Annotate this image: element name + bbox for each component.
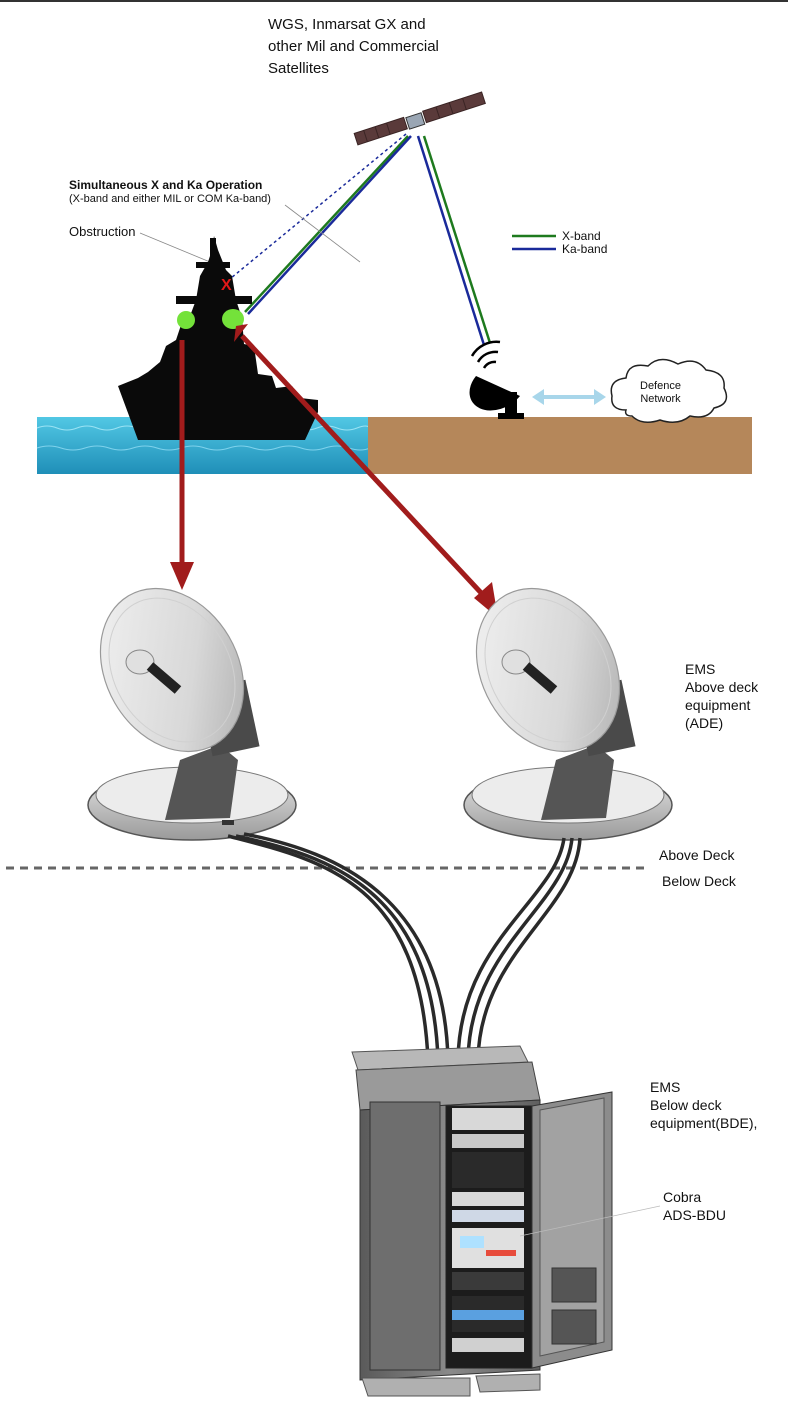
ems-bde-label: EMS Below deck equipment(BDE), (650, 1078, 757, 1132)
ems-bde-label-line: equipment(BDE), (650, 1115, 758, 1131)
ems-ade-label-line: EMS (685, 661, 716, 677)
defence-network-label-line: Defence (640, 380, 681, 392)
radome-ka-band-icon (222, 309, 244, 329)
defence-network-cloud-icon (610, 358, 728, 423)
cobra-label: Cobra ADS-BDU (663, 1188, 726, 1224)
arrow-to-ade-left (170, 340, 194, 590)
network-link-arrow (532, 389, 606, 405)
cobra-label-line: Cobra (663, 1189, 702, 1205)
band-legend (512, 234, 556, 251)
satellite-icon (353, 91, 486, 146)
legend-x-band-label: X-band (562, 229, 601, 243)
ems-ade-label-line: Above deck (685, 679, 759, 695)
simultaneous-subtitle: (X-band and either MIL or COM Ka-band) (69, 193, 271, 205)
satellites-label-line: WGS, Inmarsat GX and (268, 16, 426, 33)
below-deck-label: Below Deck (662, 873, 736, 889)
satellites-label-line: other Mil and Commercial (268, 38, 439, 55)
legend-ka-band-label: Ka-band (562, 242, 608, 256)
satellites-label-line: Satellites (268, 60, 329, 77)
ground-station-icon (469, 340, 524, 419)
cables (227, 832, 582, 1061)
ems-bde-label-line: EMS (650, 1079, 681, 1095)
satellites-label: WGS, Inmarsat GX and other Mil and Comme… (268, 14, 439, 80)
cobra-leader (519, 1205, 661, 1237)
antenna-ade-right (463, 587, 673, 841)
ems-ade-label-line: equipment (685, 697, 751, 713)
defence-network-label: Defence Network (640, 380, 681, 406)
radome-x-band-icon (177, 311, 195, 329)
ems-ade-label-line: (ADE) (685, 715, 724, 731)
satellite-links (224, 133, 492, 346)
warship-icon (118, 236, 318, 440)
land (368, 417, 752, 474)
ems-bde-label-line: Below deck (650, 1097, 722, 1113)
antenna-ade-left (87, 587, 297, 841)
bde-rack-cabinet (351, 1045, 613, 1397)
simultaneous-leader (284, 204, 361, 263)
obstruction-leader (139, 232, 211, 263)
ems-ade-label: EMS Above deck equipment (ADE) (685, 660, 758, 732)
above-deck-label: Above Deck (659, 847, 735, 863)
simultaneous-title: Simultaneous X and Ka Operation (69, 178, 263, 192)
defence-network-label-line: Network (640, 393, 681, 405)
obstruction-mark: X (221, 277, 232, 294)
cobra-label-line: ADS-BDU (663, 1207, 727, 1223)
obstruction-label: Obstruction (69, 224, 136, 239)
